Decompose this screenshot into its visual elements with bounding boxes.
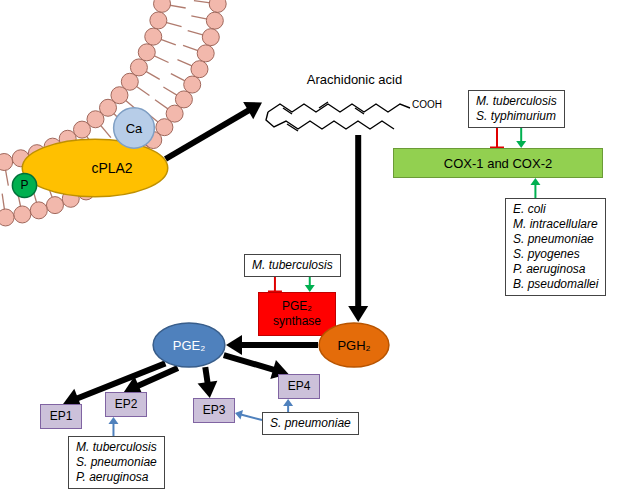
activation-arrow bbox=[530, 178, 540, 198]
enzyme-box: PGE₂ synthase bbox=[258, 292, 336, 336]
node-text: M. tuberculosis bbox=[252, 258, 333, 273]
receptor-box: EP4 bbox=[278, 374, 320, 399]
pathway-arrow bbox=[198, 367, 218, 398]
receptor-box: EP3 bbox=[193, 398, 235, 423]
node-text: P bbox=[20, 178, 28, 193]
node-text: B. pseudomallei bbox=[513, 277, 598, 292]
ion-circle: Ca bbox=[113, 107, 155, 149]
activation-arrow bbox=[516, 128, 526, 148]
node-text: PGH₂ bbox=[337, 338, 370, 353]
inhibition-line bbox=[268, 277, 282, 292]
pathway-arrow bbox=[348, 135, 368, 322]
node-text: P. aeruginosa bbox=[513, 262, 586, 277]
inhibition-line bbox=[490, 128, 504, 148]
pathogen-box: M. tuberculosisS. typhimurium bbox=[468, 90, 565, 128]
node-text: EP2 bbox=[115, 397, 138, 412]
node-text: P. aeruginosa bbox=[76, 470, 149, 485]
activation-arrow bbox=[235, 410, 262, 420]
node-text: S. pneumoniae bbox=[76, 455, 157, 470]
chemical-group-label: COOH bbox=[412, 99, 442, 111]
pathogen-box: M. tuberculosisS. pneumoniaeP. aeruginos… bbox=[68, 436, 165, 489]
pathway-arrow bbox=[124, 368, 178, 395]
node-text: COX-1 and COX-2 bbox=[444, 156, 552, 171]
node-text: S. typhimurium bbox=[476, 109, 556, 124]
node-text: S. pyogenes bbox=[513, 247, 580, 262]
pathogen-box: S. pneumoniae bbox=[262, 412, 359, 435]
node-text: M. tuberculosis bbox=[76, 440, 157, 455]
pathogen-box: M. tuberculosis bbox=[244, 254, 341, 277]
activation-arrow bbox=[305, 277, 315, 292]
node-text: Ca bbox=[126, 121, 143, 136]
enzyme-box: COX-1 and COX-2 bbox=[393, 148, 603, 178]
node-text: M. tuberculosis bbox=[476, 94, 557, 109]
arachidonic-structure bbox=[266, 102, 410, 131]
node-text: cPLA2 bbox=[91, 161, 132, 176]
receptor-box: EP1 bbox=[40, 404, 82, 429]
pathway-arrow bbox=[226, 335, 318, 355]
node-text: PGE₂ bbox=[173, 338, 206, 353]
node-text: S. pneumoniae bbox=[270, 416, 351, 431]
node-text: EP1 bbox=[50, 409, 73, 424]
receptor-box: EP2 bbox=[105, 392, 147, 417]
node-text: E. coli bbox=[513, 202, 546, 217]
node-text: PGE₂ synthase bbox=[259, 299, 335, 329]
metabolite-ellipse: PGE₂ bbox=[152, 322, 226, 368]
node-text: S. pneumoniae bbox=[513, 232, 594, 247]
lipid-bilayer bbox=[0, 0, 229, 228]
activation-arrow bbox=[108, 417, 118, 436]
node-text: EP3 bbox=[203, 403, 226, 418]
pathogen-box: E. coliM. intracellulareS. pneumoniaeS. … bbox=[505, 198, 606, 296]
enzyme-ellipse: cPLA2 bbox=[20, 138, 170, 198]
activation-arrow bbox=[283, 399, 293, 412]
phosphate-circle: P bbox=[12, 173, 37, 198]
node-text: M. intracellulare bbox=[513, 217, 598, 232]
metabolite-ellipse: PGH₂ bbox=[318, 322, 390, 368]
pathway-arrow bbox=[166, 102, 263, 159]
node-text: EP4 bbox=[288, 379, 311, 394]
node-text: Arachidonic acid bbox=[307, 72, 402, 87]
